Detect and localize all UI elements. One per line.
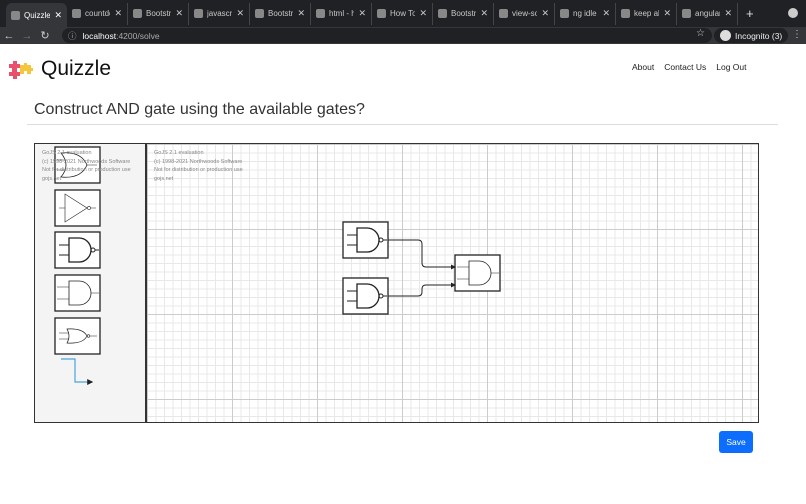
url-path: :4200/solve [116, 30, 160, 41]
palette-watermark: GoJS 2.1 evaluation(c) 1998-2021 Northwo… [42, 150, 131, 182]
browser-tab[interactable]: How To✕ [372, 2, 433, 25]
palette-and-gate[interactable] [54, 274, 101, 312]
close-tab-icon[interactable]: ✕ [297, 8, 305, 18]
tab-label: Bootstr [268, 9, 294, 18]
tab-favicon-icon [133, 9, 142, 18]
browser-tab[interactable]: ng idle ✕ [555, 2, 616, 25]
tab-favicon-icon [499, 9, 508, 18]
tab-label: How To [390, 9, 416, 18]
divider [27, 124, 778, 125]
close-tab-icon[interactable]: ✕ [114, 8, 122, 18]
close-tab-icon[interactable]: ✕ [480, 8, 488, 18]
brand[interactable]: Quizzle [7, 57, 111, 81]
tab-favicon-icon [255, 9, 264, 18]
nav-log-out[interactable]: Log Out [716, 62, 747, 72]
palette-or-gate[interactable] [54, 146, 101, 184]
tab-favicon-icon [377, 9, 386, 18]
tab-favicon-icon [194, 9, 203, 18]
back-icon[interactable]: ← [3, 29, 15, 42]
tab-favicon-icon [682, 9, 691, 18]
tab-label: angular [695, 9, 721, 18]
palette-nor-gate[interactable] [54, 317, 101, 355]
close-tab-icon[interactable]: ✕ [541, 8, 549, 18]
browser-tab[interactable]: html - h✕ [311, 2, 372, 25]
palette-nand-gate[interactable] [54, 231, 101, 269]
top-nav: About Contact Us Log Out [632, 62, 747, 72]
reload-icon[interactable]: ↻ [40, 30, 50, 42]
link-nand2-to-and[interactable] [388, 282, 456, 297]
tab-favicon-icon [621, 9, 630, 18]
brand-name: Quizzle [41, 57, 112, 80]
bookmark-star-icon[interactable]: ☆ [696, 28, 705, 39]
palette-not-gate[interactable] [54, 189, 101, 227]
tab-label: html - h [329, 9, 355, 18]
browser-tab[interactable]: Bootstr✕ [433, 2, 494, 25]
tab-label: Quizzle [24, 10, 51, 20]
tab-favicon-icon [316, 9, 325, 18]
link-nand1-to-and[interactable] [388, 239, 456, 270]
info-icon: ⓘ [68, 30, 77, 41]
save-button[interactable]: Save [719, 431, 753, 453]
forward-icon[interactable]: → [21, 29, 33, 42]
profile-label: Incognito (3) [735, 30, 783, 41]
diagram-canvas[interactable]: GoJS 2.1 evaluation(c) 1998-2021 Northwo… [34, 143, 759, 423]
browser-tab[interactable]: Quizzle✕ [6, 3, 67, 27]
tab-favicon-icon [72, 9, 81, 18]
nand-gate-node-2[interactable] [342, 277, 389, 315]
tab-label: countdo [85, 9, 110, 18]
and-gate-node[interactable] [454, 254, 501, 292]
browser-tab[interactable]: keep ali✕ [616, 2, 677, 25]
url-input[interactable]: ⓘ localhost:4200/solve [62, 28, 712, 43]
new-tab-icon[interactable]: + [746, 6, 754, 21]
incognito-icon [720, 30, 731, 41]
browser-tab[interactable]: view-so✕ [494, 2, 555, 25]
tab-strip: Quizzle✕countdo✕Bootstr✕javascri✕Bootstr… [0, 0, 806, 27]
tab-label: javascri [207, 9, 233, 18]
close-tab-icon[interactable]: ✕ [358, 8, 366, 18]
browser-tab[interactable]: Bootstr✕ [250, 2, 311, 25]
nand-gate-node-1[interactable] [342, 221, 389, 259]
tab-label: keep ali [634, 9, 660, 18]
question-title: Construct AND gate using the available g… [34, 101, 365, 118]
tab-label: Bootstr [451, 9, 477, 18]
address-bar-row: ← → ↻ ⓘ localhost:4200/solve ☆ Incognito … [0, 27, 806, 44]
tab-label: ng idle [573, 9, 597, 18]
close-tab-icon[interactable]: ✕ [724, 8, 732, 18]
palette-link[interactable] [61, 358, 94, 385]
close-tab-icon[interactable]: ✕ [175, 8, 183, 18]
browser-tab[interactable]: javascri✕ [189, 2, 250, 25]
tab-favicon-icon [438, 9, 447, 18]
tab-label: view-so [512, 9, 538, 18]
close-tab-icon[interactable]: ✕ [419, 8, 427, 18]
browser-tab[interactable]: angular✕ [677, 2, 738, 25]
browser-tab[interactable]: countdo ✕ [67, 2, 128, 25]
browser-tab[interactable]: Bootstr✕ [128, 2, 189, 25]
close-tab-icon[interactable]: ✕ [663, 8, 671, 18]
tab-favicon-icon [560, 9, 569, 18]
browser-menu-icon[interactable]: ⋮ [792, 29, 802, 40]
nav-contact-us[interactable]: Contact Us [664, 62, 707, 72]
puzzle-logo-icon [9, 61, 33, 79]
diagram-svg [54, 146, 501, 385]
diagram-watermark: GoJS 2.1 evaluation(c) 1998-2021 Northwo… [154, 150, 243, 182]
tab-favicon-icon [11, 10, 20, 20]
close-tab-icon[interactable]: ✕ [602, 8, 610, 18]
url-host: localhost [82, 30, 117, 41]
nav-about[interactable]: About [632, 62, 655, 72]
tab-search-icon[interactable] [788, 8, 798, 18]
close-tab-icon[interactable]: ✕ [236, 8, 244, 18]
incognito-profile-button[interactable]: Incognito (3) [714, 28, 789, 43]
tab-label: Bootstr [146, 9, 172, 18]
close-tab-icon[interactable]: ✕ [54, 9, 62, 20]
